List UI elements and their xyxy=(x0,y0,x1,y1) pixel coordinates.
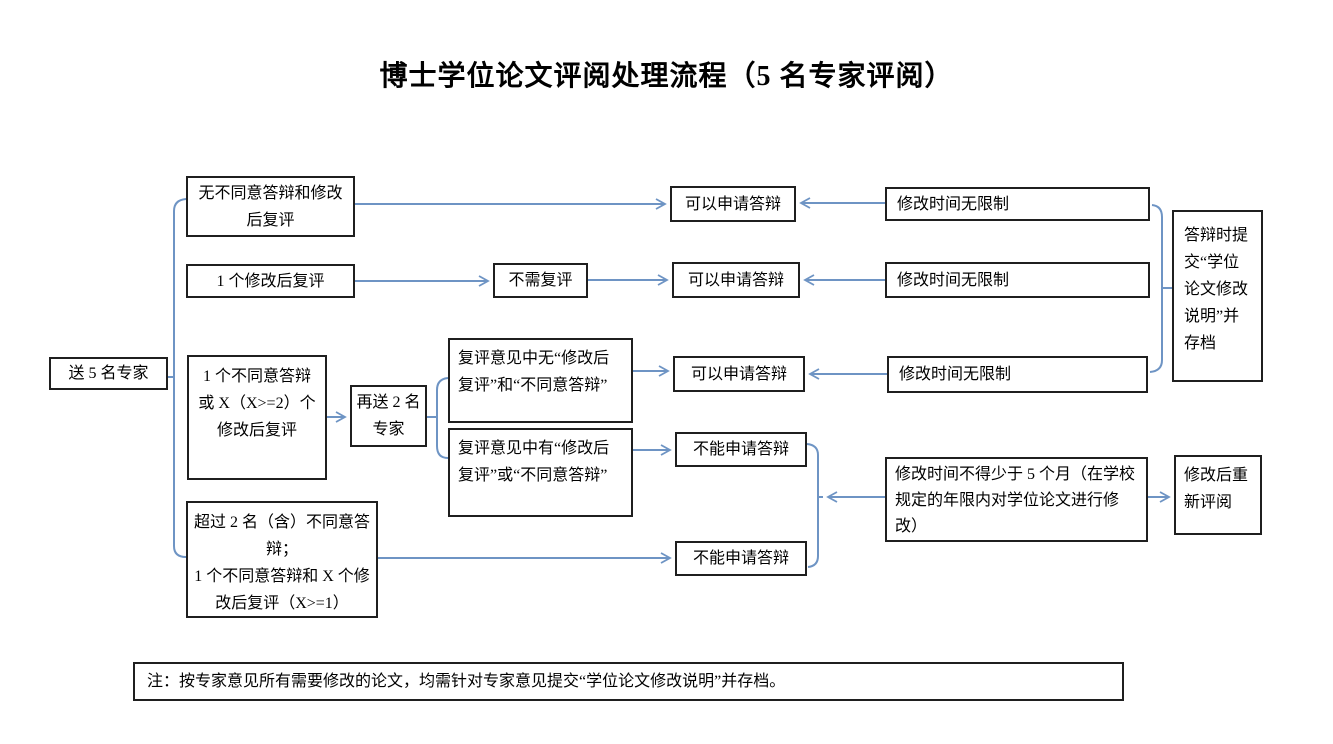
node-can-apply-defense-3: 可以申请答辩 xyxy=(673,356,805,392)
node-no-objection-no-revision: 无不同意答辩和修改 后复评 xyxy=(186,176,355,237)
node-re-review-after-revision: 修改后重新评阅 xyxy=(1174,455,1262,535)
connector-right-brace xyxy=(1149,204,1163,373)
footnote-box: 注：按专家意见所有需要修改的论文，均需针对专家意见提交“学位论文修改说明”并存档… xyxy=(133,662,1124,701)
node-unlimited-revision-time-2: 修改时间无限制 xyxy=(885,262,1150,298)
node-re-review-with-keywords: 复评意见中有“修改后 复评”或“不同意答辩” xyxy=(448,428,633,517)
node-can-apply-defense-1: 可以申请答辩 xyxy=(670,186,796,222)
node-resend-2-experts: 再送 2 名 专家 xyxy=(350,385,427,447)
node-cannot-apply-defense-1: 不能申请答辩 xyxy=(675,432,807,467)
node-cannot-apply-defense-2: 不能申请答辩 xyxy=(675,541,807,576)
node-more-than-2-disagree: 超过 2 名（含）不同意答 辩； 1 个不同意答辩和 X 个修 改后复评（X>=… xyxy=(186,501,378,618)
node-min-5-months-revision: 修改时间不得少于 5 个月（在学校 规定的年限内对学位论文进行修 改） xyxy=(885,457,1148,542)
node-submit-revision-note-archive: 答辩时提交“学位论文修改说明”并存档 xyxy=(1172,210,1263,382)
node-one-revision-review: 1 个修改后复评 xyxy=(186,264,355,298)
node-re-review-without-keywords: 复评意见中无“修改后 复评”和“不同意答辩” xyxy=(448,338,633,423)
connector-cannot-brace xyxy=(806,443,819,568)
node-can-apply-defense-2: 可以申请答辩 xyxy=(672,262,800,298)
connector-left-bracket xyxy=(173,198,187,558)
node-no-re-review-needed: 不需复评 xyxy=(493,263,588,298)
page-title: 博士学位论文评阅处理流程（5 名专家评阅） xyxy=(379,61,954,92)
connector-resend-bracket xyxy=(436,377,449,459)
node-unlimited-revision-time-3: 修改时间无限制 xyxy=(887,356,1148,393)
node-unlimited-revision-time-1: 修改时间无限制 xyxy=(885,187,1150,221)
node-send-5-experts: 送 5 名专家 xyxy=(49,357,168,390)
node-one-disagree-or-x-revisions: 1 个不同意答辩 或 X（X>=2）个 修改后复评 xyxy=(187,355,327,480)
